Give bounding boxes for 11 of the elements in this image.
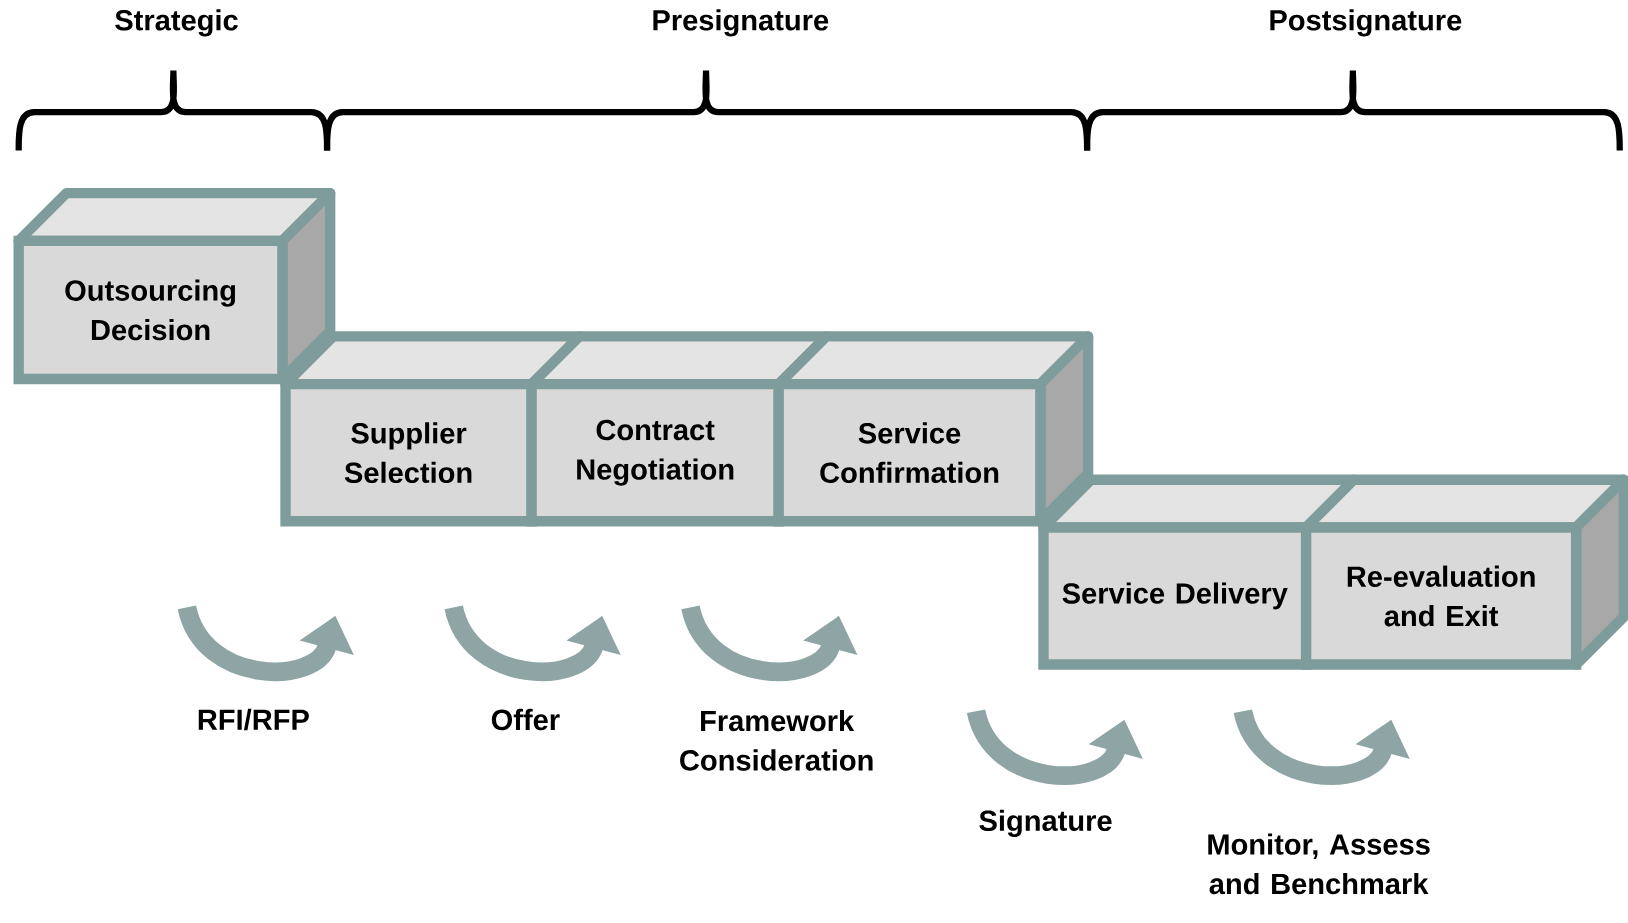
label: Framework Consideration: [680, 709, 873, 771]
label: Monitor, Assess and Benchmark: [1208, 833, 1430, 895]
box: Re-evaluation and Exit: [1300, 474, 1628, 670]
label: Postsignature: [1270, 9, 1462, 37]
label: Offer: [491, 708, 560, 731]
label: Strategic: [115, 9, 238, 37]
label: RFI/RFP: [198, 708, 309, 731]
label: Presignature: [653, 9, 829, 37]
label: Signature: [979, 809, 1112, 837]
box: Outsourcing Decision: [13, 187, 336, 385]
box: Service Confirmation: [773, 331, 1094, 527]
